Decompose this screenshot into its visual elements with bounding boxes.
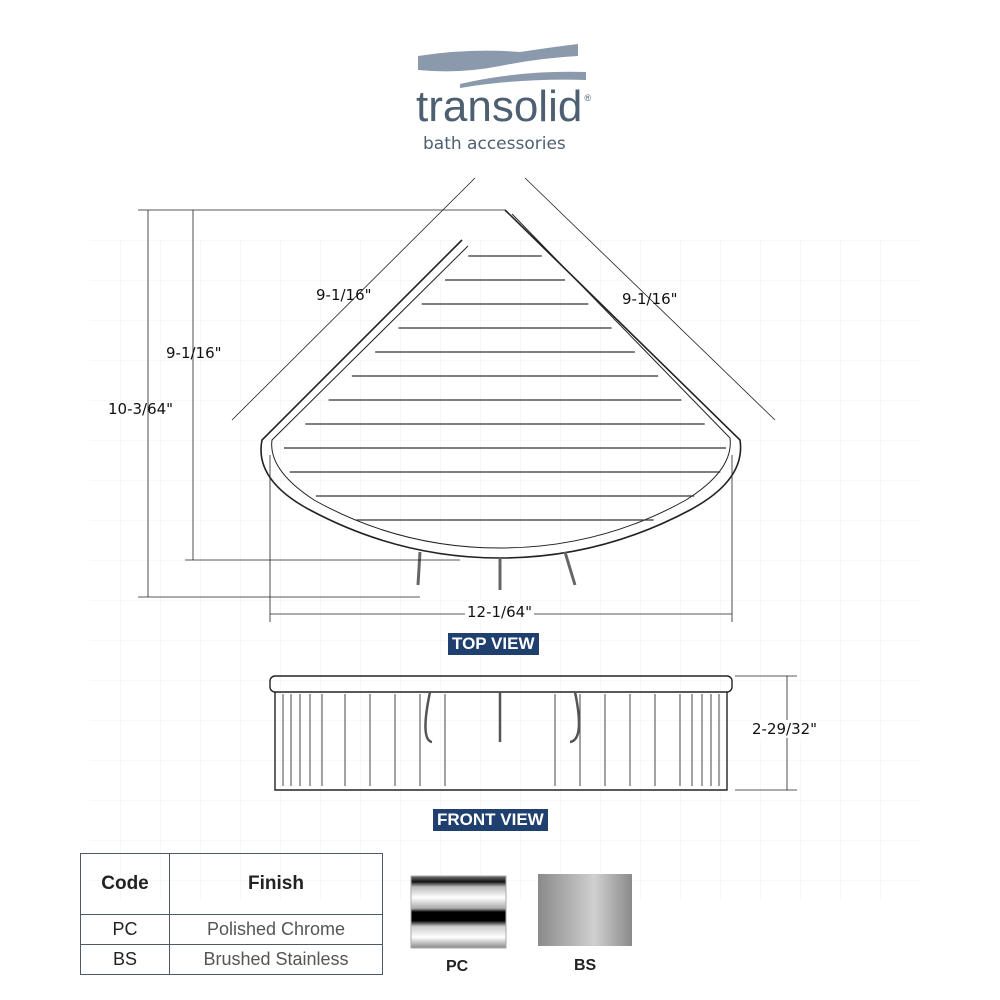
front-view-label: FRONT VIEW [433, 809, 548, 831]
logo-name: transolid [416, 82, 583, 131]
cell-finish: Polished Chrome [169, 914, 383, 945]
dim-width: 12-1/64" [465, 603, 535, 621]
top-view-label: TOP VIEW [448, 633, 539, 655]
dim-height: 2-29/32" [752, 720, 818, 738]
swatch-label-pc: PC [446, 958, 469, 975]
cell-finish: Brushed Stainless [169, 944, 383, 975]
swatch-label-bs: BS [574, 957, 597, 974]
table-row: PC Polished Chrome [80, 914, 383, 945]
dimension-lines [138, 177, 797, 791]
table-header: Code Finish [80, 853, 383, 915]
logo-wordmark: transolid ® [416, 84, 591, 130]
cell-code: BS [80, 944, 170, 975]
logo-tagline: bath accessories [423, 134, 566, 154]
slats [284, 255, 726, 521]
dim-overall-depth: 10-3/64" [108, 400, 174, 418]
table-row: BS Brushed Stainless [80, 944, 383, 975]
header-code: Code [80, 853, 170, 915]
dim-depth: 9-1/16" [166, 344, 222, 362]
front-view-basket [269, 675, 733, 791]
background-grid [90, 240, 920, 900]
logo-wave-icon [418, 44, 586, 88]
registered-mark: ® [584, 93, 591, 103]
top-view-shelf [260, 209, 742, 590]
finish-table: Code Finish PC Polished Chrome BS Brushe… [80, 853, 383, 975]
dim-left-side: 9-1/16" [316, 286, 372, 304]
cell-code: PC [80, 914, 170, 945]
swatch-brushed-stainless [538, 874, 632, 946]
header-finish: Finish [169, 853, 383, 915]
swatch-polished-chrome [410, 875, 507, 949]
basket-bars [282, 694, 720, 786]
dim-right-side: 9-1/16" [622, 290, 678, 308]
shelf-legs [416, 551, 577, 590]
